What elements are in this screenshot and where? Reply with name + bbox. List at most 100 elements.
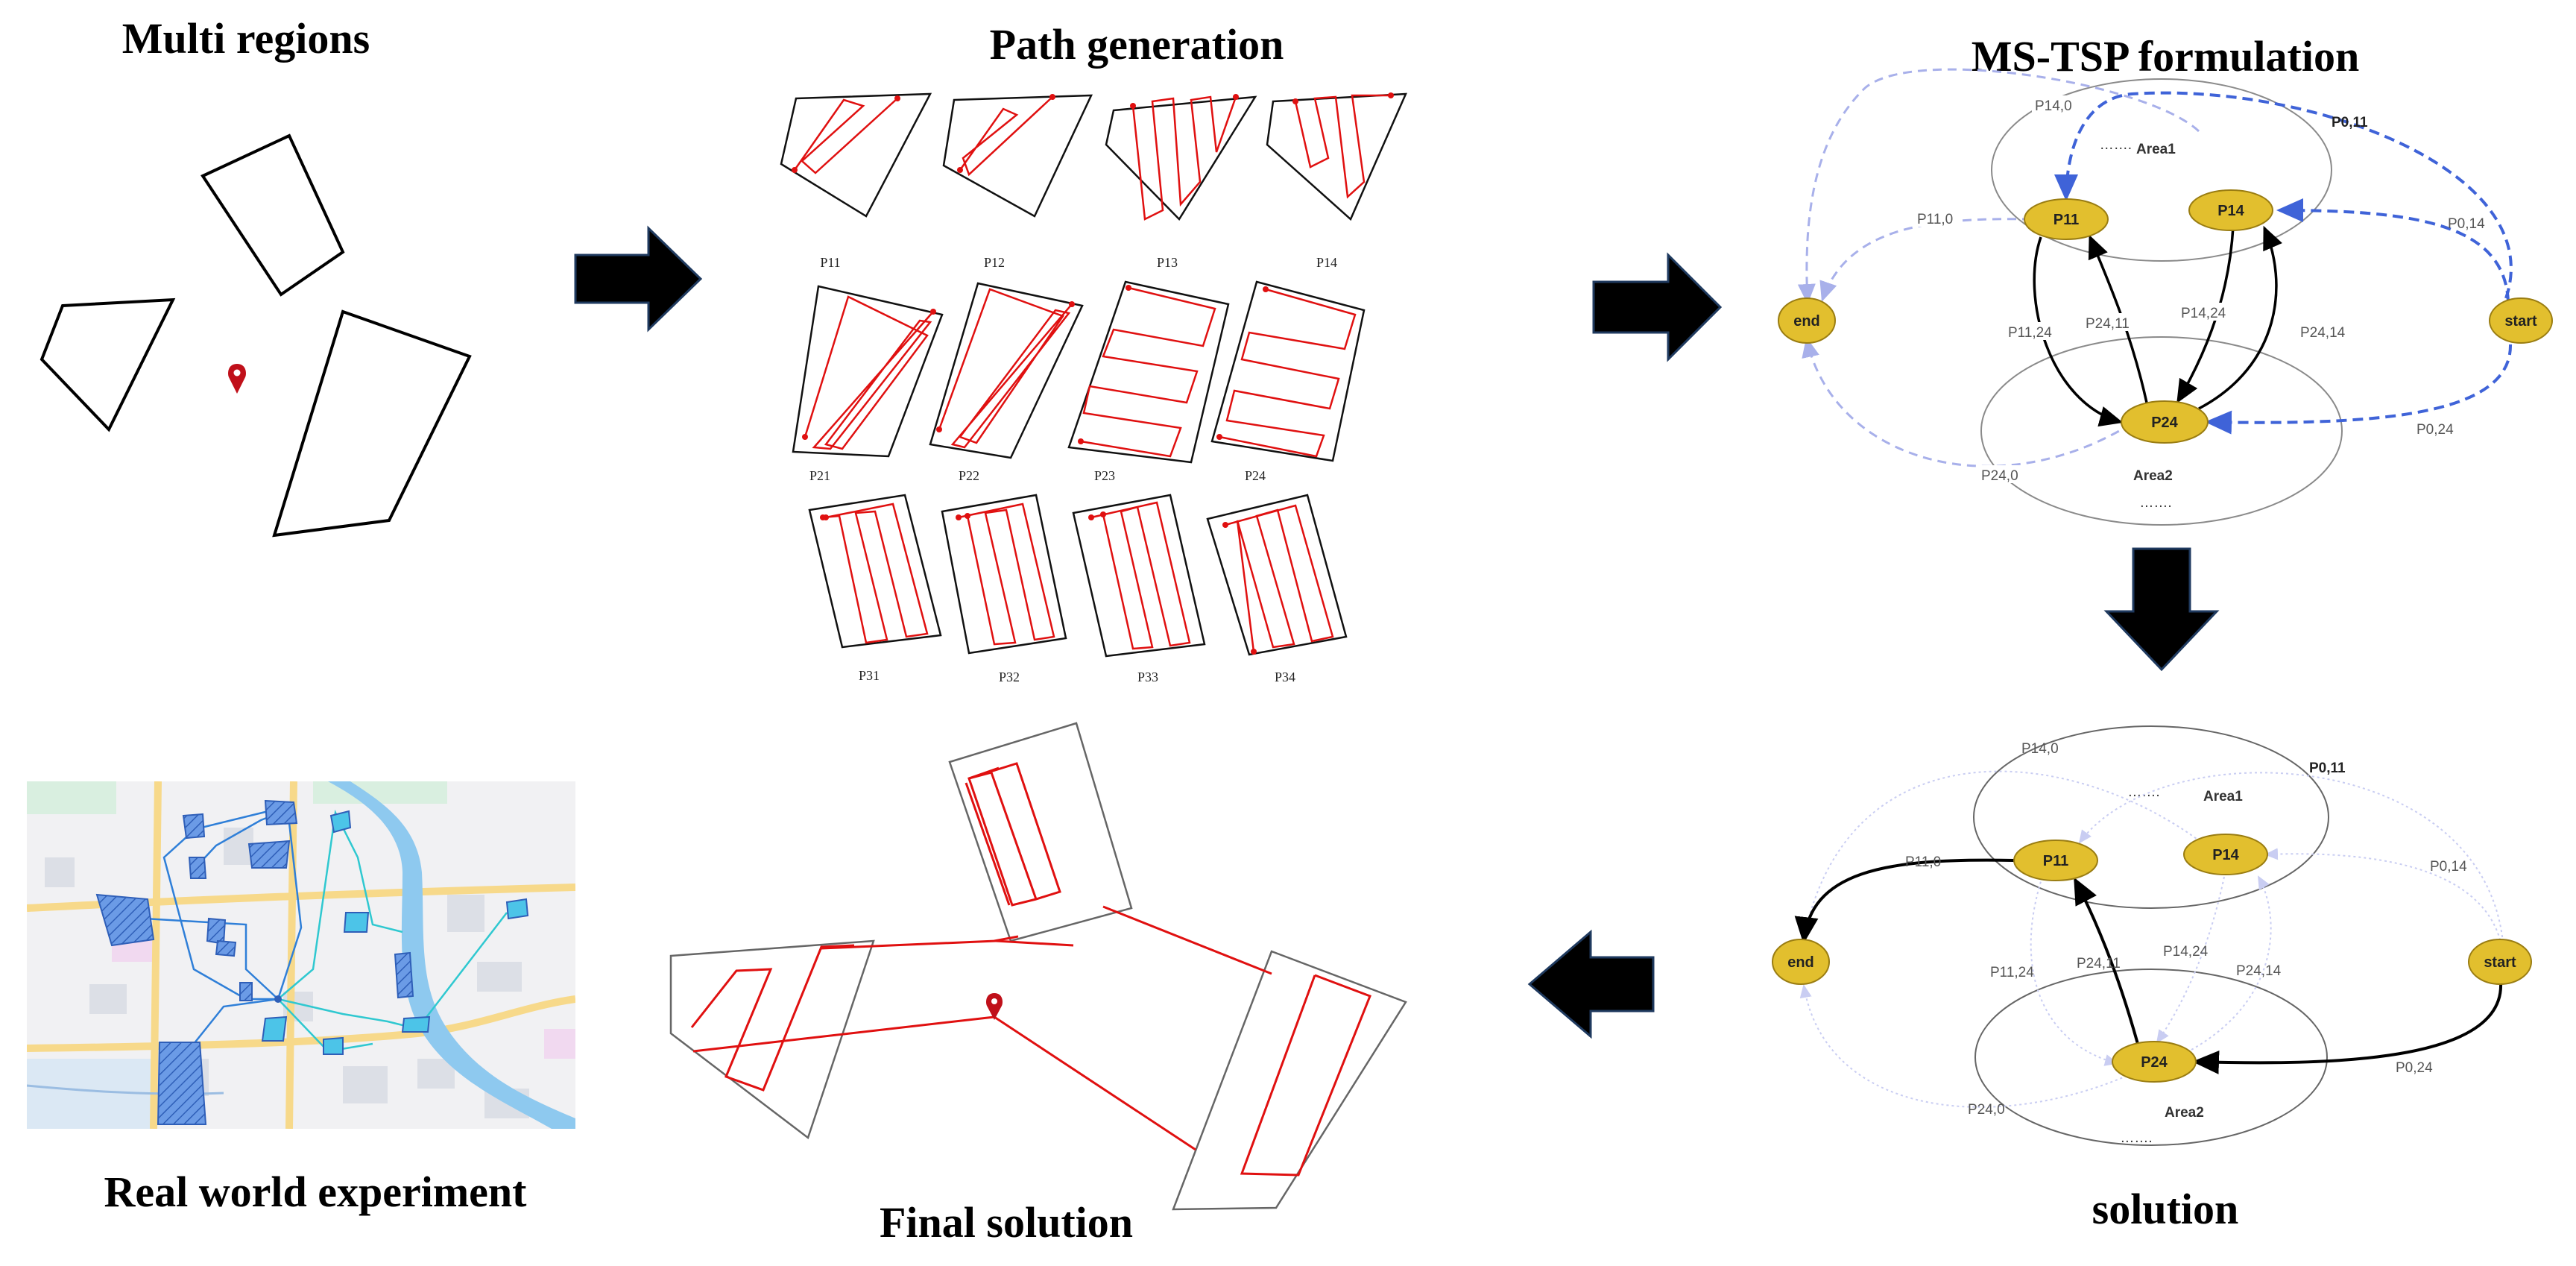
edge-label-p0-11: P0,11 — [2332, 115, 2368, 130]
edge-label-p0-14: P0,14 — [2448, 216, 2485, 232]
arrow-right-1 — [574, 225, 703, 333]
area1-ellipse — [1973, 725, 2329, 909]
path-thumbnail-p24: P24 — [1210, 280, 1366, 483]
coverage-path — [1131, 95, 1237, 221]
node-p24-label: P24 — [2151, 415, 2178, 431]
edge-start-p24 — [2192, 982, 2503, 1074]
edge-p24-p14 — [2191, 875, 2272, 1051]
edge-label-p0-24: P0,24 — [2396, 1060, 2433, 1076]
edge-p11-end — [1794, 858, 2015, 944]
edge-label-p24-11: P24,11 — [2077, 956, 2121, 971]
path-endpoint-marker — [894, 95, 900, 101]
edge-label-p11-0: P11,0 — [1917, 212, 1953, 227]
path-endpoint-marker — [1251, 649, 1257, 655]
region-outline — [1105, 95, 1257, 221]
path-thumbnail-p31: P31 — [808, 494, 942, 683]
edge-start-p14 — [2276, 198, 2510, 302]
node-p14-label: P14 — [2212, 847, 2239, 863]
path-thumbnail-p14: P14 — [1266, 92, 1407, 270]
region-outline — [1206, 494, 1348, 656]
path-thumbnail-p11: P11 — [780, 92, 932, 270]
location-pin-icon — [986, 993, 1003, 1020]
edge-label-p24-14: P24,14 — [2236, 963, 2282, 979]
edge-label-p24-0: P24,0 — [1981, 468, 2018, 484]
area2-ellipsis: ……. — [2139, 495, 2171, 511]
node-p14-label: P14 — [2217, 203, 2244, 219]
solution-graph: Area1 Area2 ……. ……. P14,0 P0,11 P11,0 P0… — [1772, 725, 2532, 1146]
path-endpoint-marker — [1388, 92, 1394, 98]
node-start-label: start — [2504, 313, 2537, 330]
region-outline — [1210, 280, 1366, 462]
path-endpoint-marker — [1088, 514, 1094, 520]
edge-p11-p24 — [2030, 876, 2118, 1066]
path-thumbnail-p22: P22 — [929, 282, 1084, 483]
edge-label-p0-14: P0,14 — [2430, 859, 2467, 875]
area2-label: Area2 — [2165, 1105, 2204, 1121]
edge-label-p24-11: P24,11 — [2086, 316, 2130, 332]
area2-ellipse — [1980, 336, 2343, 526]
node-p11-label: P11 — [2043, 853, 2068, 869]
region-outline — [1072, 494, 1206, 658]
title-ms-tsp-formulation: MS-TSP formulation — [1971, 32, 2360, 81]
path-label: P22 — [959, 468, 979, 483]
node-p11-label: P11 — [2053, 212, 2079, 228]
path-thumbnail-p23: P23 — [1067, 280, 1230, 483]
edge-start-p24 — [2205, 344, 2513, 435]
region-outline — [1067, 280, 1230, 464]
area2-ellipse — [1974, 969, 2328, 1146]
edge-p14-end — [1800, 770, 2217, 941]
edge-label-p14-0: P14,0 — [2021, 741, 2059, 757]
region-outline — [1266, 92, 1407, 221]
region-polygon — [272, 309, 472, 538]
edge-start-p11 — [2054, 91, 2513, 299]
path-endpoint-marker — [930, 309, 936, 315]
path-endpoint-marker — [1069, 301, 1075, 307]
region-polygon — [201, 133, 345, 297]
edge-label-p0-11: P0,11 — [2309, 760, 2346, 776]
path-label: P12 — [984, 255, 1005, 270]
edge-label-p24-14: P24,14 — [2300, 325, 2346, 341]
path-label: P24 — [1245, 468, 1266, 483]
area1-ellipsis: ……. — [2100, 137, 2132, 153]
title-final-solution: Final solution — [879, 1198, 1134, 1247]
edge-p11-p24 — [2033, 236, 2124, 427]
path-endpoint-marker — [792, 167, 798, 173]
edge-label-p11-24: P11,24 — [2008, 325, 2052, 341]
arrow-down — [2103, 547, 2220, 672]
path-endpoint-marker — [936, 426, 942, 432]
path-label: P34 — [1275, 670, 1295, 684]
coverage-path — [1080, 286, 1216, 458]
path-endpoint-marker — [957, 167, 963, 173]
coverage-path — [793, 98, 898, 174]
arrow-left — [1527, 929, 1655, 1039]
coverage-path — [1090, 501, 1191, 650]
path-label: P33 — [1137, 670, 1158, 684]
coverage-path — [958, 503, 1055, 646]
path-endpoint-marker — [1126, 285, 1131, 291]
title-multi-regions: Multi regions — [121, 14, 370, 63]
node-p14 — [2183, 834, 2268, 875]
edge-p24-end — [1799, 984, 2133, 1108]
edge-start-p11 — [2078, 772, 2504, 943]
area1-label: Area1 — [2136, 142, 2176, 157]
area1-ellipsis: ……. — [2127, 784, 2159, 800]
path-thumbnail-p21: P21 — [792, 285, 944, 483]
path-label: P31 — [859, 668, 880, 683]
region-outline — [941, 494, 1067, 655]
path-label: P14 — [1316, 255, 1337, 270]
multi-regions-panel — [40, 133, 472, 538]
area1-label: Area1 — [2203, 789, 2243, 804]
node-p24 — [2112, 1041, 2197, 1083]
node-p14 — [2188, 189, 2273, 231]
node-p11 — [2024, 198, 2109, 240]
coverage-path — [804, 295, 934, 450]
area2-ellipsis: ……. — [2120, 1130, 2152, 1146]
edge-label-p11-0: P11,0 — [1905, 854, 1941, 870]
node-start-label: start — [2484, 954, 2516, 971]
region-outline — [780, 92, 932, 218]
ms-tsp-formulation-graph: Area1 Area2 ……. ……. P14,0 P0,11 P11,0 P0… — [1778, 68, 2553, 526]
path-label: P13 — [1157, 255, 1178, 270]
edge-label-p14-24: P14,24 — [2181, 306, 2226, 321]
coverage-path — [959, 96, 1053, 177]
node-p24-label: P24 — [2141, 1054, 2168, 1071]
